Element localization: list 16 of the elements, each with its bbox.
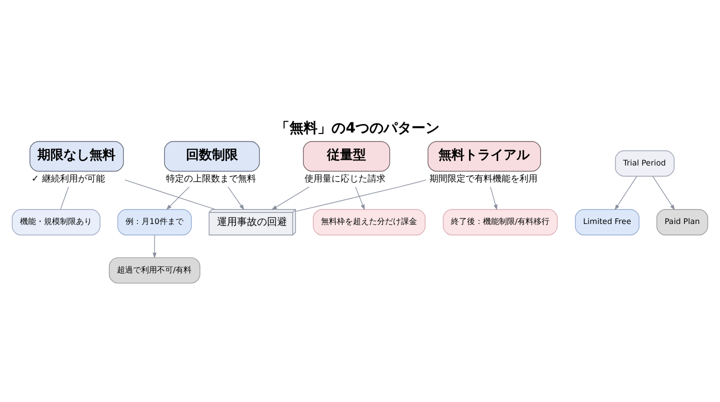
connector bbox=[124, 180, 216, 210]
node-label: ✓ 継続利用が可能 bbox=[31, 173, 105, 184]
arrow bbox=[152, 234, 157, 258]
arrow bbox=[166, 186, 190, 210]
arrow bbox=[490, 186, 498, 210]
connector bbox=[60, 186, 69, 210]
arrow bbox=[355, 186, 365, 210]
arrow bbox=[614, 176, 638, 210]
arrow bbox=[652, 176, 675, 210]
node-label: 特定の上限数まで無料 bbox=[166, 173, 256, 184]
node-label: 期間限定で有料機能を利用 bbox=[429, 173, 538, 184]
diagram-title: 「無料」の4つのパターン bbox=[276, 120, 440, 136]
arrow bbox=[228, 186, 244, 210]
arrow bbox=[271, 186, 310, 210]
node-label: 使用量に応じた請求 bbox=[304, 173, 386, 184]
connector bbox=[295, 180, 427, 212]
